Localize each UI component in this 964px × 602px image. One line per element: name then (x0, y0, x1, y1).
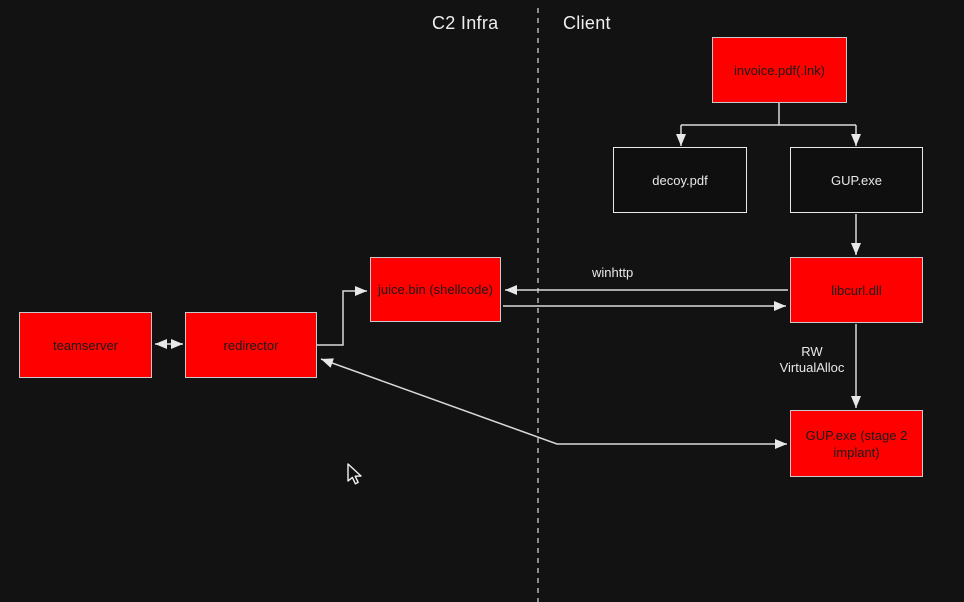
node-label: juice.bin (shellcode) (378, 282, 493, 297)
node-teamserver[interactable]: teamserver (19, 312, 152, 378)
edge-stage2-redirector[interactable] (320, 358, 787, 449)
edge-redirector-to-juice[interactable] (317, 286, 367, 346)
node-juice-bin-shellcode[interactable]: juice.bin (shellcode) (370, 257, 501, 322)
node-label: decoy.pdf (652, 172, 708, 188)
node-gup-exe-stage2-implant[interactable]: GUP.exe (stage 2 implant) (790, 410, 923, 477)
edge-label-winhttp: winhttp (592, 265, 634, 280)
node-redirector[interactable]: redirector (185, 312, 317, 378)
node-decoy-pdf[interactable]: decoy.pdf (613, 147, 747, 213)
edge-label-rw-line2: VirtualAlloc (779, 360, 845, 375)
mouse-cursor-icon (347, 463, 362, 485)
node-label: libcurl.dll (831, 282, 882, 298)
lane-label-client: Client (563, 13, 611, 33)
node-label: invoice.pdf(.lnk) (733, 62, 826, 78)
edge-label-rw-line1: RW (801, 344, 823, 359)
node-label: redirector (223, 337, 279, 353)
node-label: teamserver (52, 337, 119, 353)
node-gup-exe[interactable]: GUP.exe (790, 147, 923, 213)
node-invoice-pdf-lnk[interactable]: invoice.pdf(.lnk) (712, 37, 847, 103)
node-label: GUP.exe (830, 172, 883, 188)
lane-label-c2-infra: C2 Infra (432, 13, 499, 33)
node-label: GUP.exe (stage 2 implant) (805, 427, 908, 460)
edge-label-rw-virtualalloc: RW VirtualAlloc (767, 344, 857, 376)
node-libcurl-dll[interactable]: libcurl.dll (790, 257, 923, 323)
